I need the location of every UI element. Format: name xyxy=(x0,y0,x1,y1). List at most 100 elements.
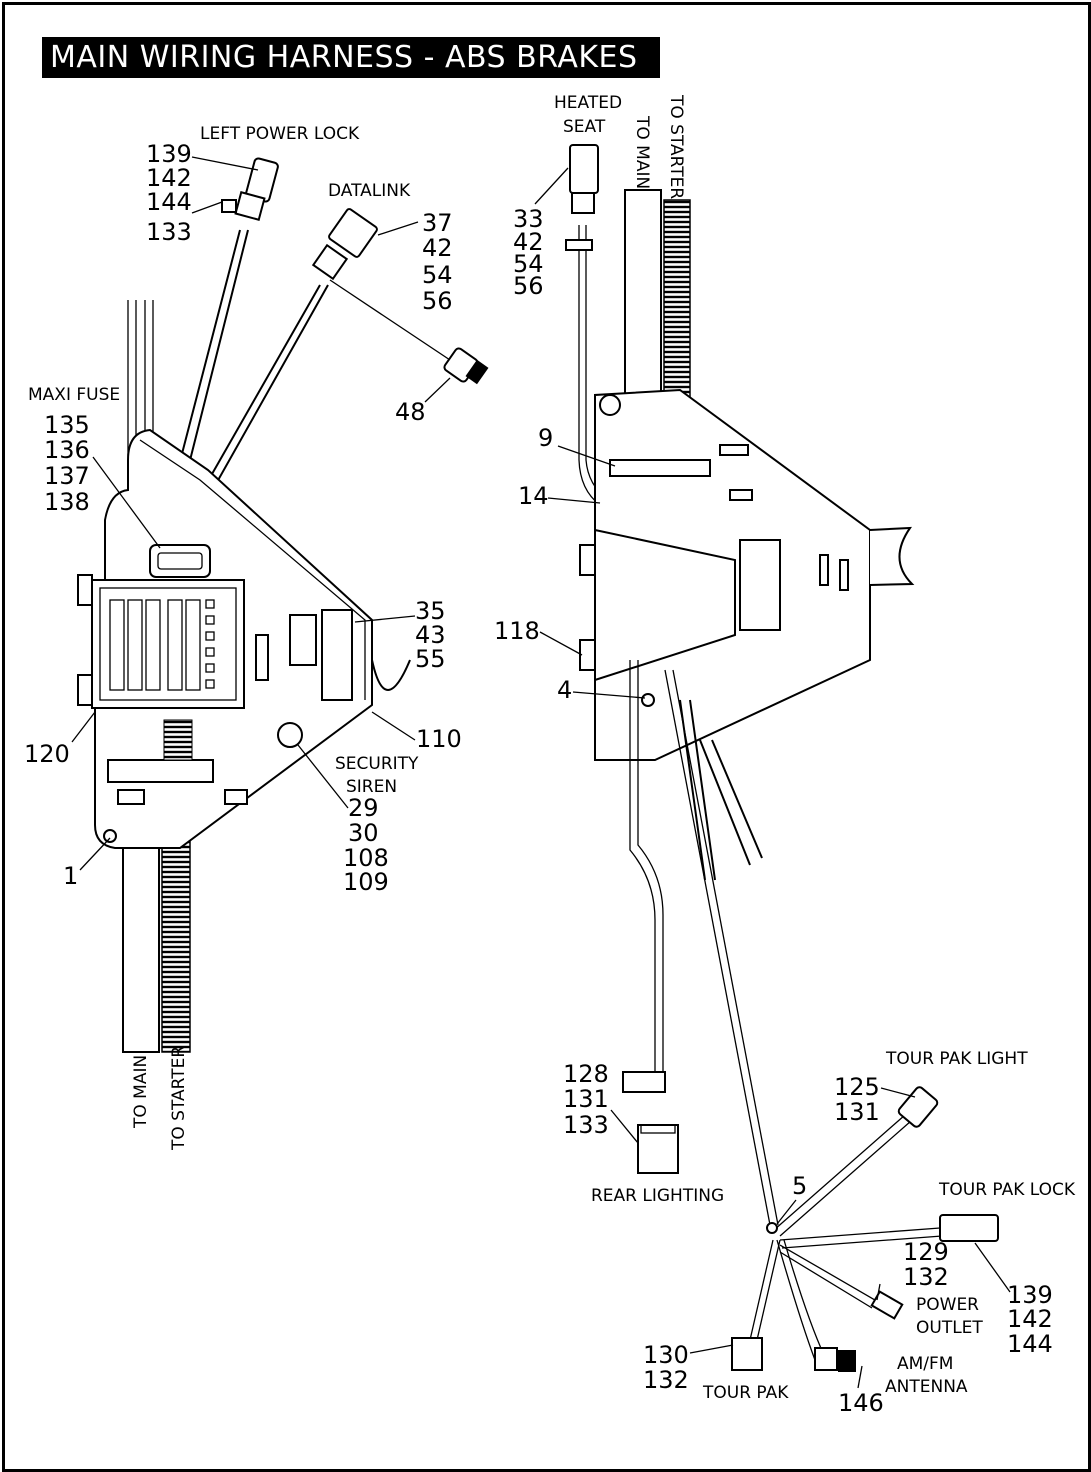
bottom-connector-tray xyxy=(107,759,214,783)
tour-pak-connector xyxy=(731,1337,763,1371)
label-power: POWER xyxy=(916,1295,979,1315)
label-tour-pak-lock: TOUR PAK LOCK xyxy=(938,1180,1076,1200)
part-137: 137 xyxy=(44,462,90,490)
part-42b: 42 xyxy=(513,228,544,256)
slot-a xyxy=(819,554,829,586)
part-110: 110 xyxy=(416,725,462,753)
power-outlet-connector xyxy=(870,1290,904,1320)
part-135: 135 xyxy=(44,411,90,439)
tour-pak-trunk-wire xyxy=(664,669,779,1226)
page-title: MAIN WIRING HARNESS - ABS BRAKES xyxy=(42,37,660,78)
label-to-starter-left: TO STARTER xyxy=(169,1046,189,1151)
part-48: 48 xyxy=(395,398,426,426)
part-9: 9 xyxy=(538,424,553,452)
left-harness-assembly xyxy=(77,157,489,1053)
clamp-110 xyxy=(371,659,411,691)
rear-lighting-sleeve xyxy=(622,1071,666,1093)
grommet-left xyxy=(163,719,193,761)
label-datalink: DATALINK xyxy=(328,181,411,201)
part-130: 130 xyxy=(643,1341,689,1369)
datalink-connector xyxy=(311,208,378,281)
part-5: 5 xyxy=(792,1172,807,1200)
part-133: 133 xyxy=(146,218,192,246)
label-antenna: ANTENNA xyxy=(885,1377,968,1397)
part-14: 14 xyxy=(518,482,549,510)
cable-tie-9 xyxy=(609,459,711,477)
part-108: 108 xyxy=(343,844,389,872)
antenna-wire xyxy=(776,1239,825,1361)
right-bracket-tab xyxy=(869,526,915,586)
bracket-mount-hole xyxy=(103,829,117,843)
heated-seat-boot xyxy=(571,192,595,214)
part-56b: 56 xyxy=(513,272,544,300)
part-30: 30 xyxy=(348,819,379,847)
fastener-4 xyxy=(641,693,655,707)
part-35: 35 xyxy=(415,597,446,625)
label-am-fm: AM/FM xyxy=(897,1354,953,1374)
left-power-lock-connector xyxy=(221,157,279,221)
junction-5 xyxy=(766,1222,778,1234)
security-siren-connector xyxy=(277,722,303,748)
main-connector-shroud xyxy=(594,528,736,682)
starter-cable-corrugated-left xyxy=(161,839,191,1053)
part-125: 125 xyxy=(834,1073,880,1101)
top-clip-a xyxy=(719,444,749,456)
part-128: 128 xyxy=(563,1060,609,1088)
part-146: 146 xyxy=(838,1389,884,1417)
label-security: SECURITY xyxy=(335,754,419,774)
part-132: 132 xyxy=(903,1263,949,1291)
right-bracket-hole xyxy=(599,394,621,416)
label-left-power-lock: LEFT POWER LOCK xyxy=(200,124,360,144)
right-harness-assembly xyxy=(565,144,999,1372)
wire-stub-a xyxy=(679,699,716,881)
label-to-starter-right: TO STARTER xyxy=(666,94,686,199)
fuse-strip xyxy=(255,634,269,681)
part-29: 29 xyxy=(348,794,379,822)
part-136: 136 xyxy=(44,436,90,464)
rear-lighting-wire xyxy=(629,660,664,1080)
part-142b: 142 xyxy=(1007,1305,1053,1333)
antenna-elbow xyxy=(814,1347,838,1371)
main-trunk-conduit-left xyxy=(122,839,160,1053)
part-56: 56 xyxy=(422,287,453,315)
label-rear-lighting: REAR LIGHTING xyxy=(591,1186,724,1206)
shroud-clip-bottom xyxy=(579,639,596,671)
maxi-fuse-holder xyxy=(149,544,211,578)
part-138: 138 xyxy=(44,488,90,516)
part-133b: 133 xyxy=(563,1111,609,1139)
label-seat: SEAT xyxy=(563,117,606,137)
part-142: 142 xyxy=(146,164,192,192)
part-54: 54 xyxy=(422,261,453,289)
fuse-box-clip-top xyxy=(77,574,93,606)
label-to-main-right: TO MAIN xyxy=(632,115,652,189)
p48-connector xyxy=(443,347,489,385)
part-132b: 132 xyxy=(643,1366,689,1394)
label-tour-pak: TOUR PAK xyxy=(702,1383,789,1403)
rear-lighting-latch xyxy=(640,1124,676,1134)
part-42: 42 xyxy=(422,234,453,262)
right-relay-block xyxy=(739,539,781,631)
tour-pak-lock-connector xyxy=(939,1214,999,1242)
part-144: 144 xyxy=(146,188,192,216)
relay-socket xyxy=(289,614,317,666)
part-4: 4 xyxy=(557,676,572,704)
tour-pak-wire xyxy=(749,1239,781,1341)
bottom-clip-right xyxy=(224,789,248,805)
heated-seat-connector xyxy=(569,144,599,194)
part-139: 139 xyxy=(146,140,192,168)
antenna-plug xyxy=(838,1350,856,1372)
part-118: 118 xyxy=(494,617,540,645)
rear-lighting-connector xyxy=(637,1124,679,1174)
part-55: 55 xyxy=(415,645,446,673)
p48-wire xyxy=(329,279,451,361)
part-120: 120 xyxy=(24,740,70,768)
bracket-inner-edge xyxy=(139,439,366,700)
part-131: 131 xyxy=(563,1085,609,1113)
part-139b: 139 xyxy=(1007,1281,1053,1309)
bottom-clip-left xyxy=(117,789,145,805)
label-tour-pak-light: TOUR PAK LIGHT xyxy=(885,1049,1028,1069)
label-to-main-left: TO MAIN xyxy=(131,1055,151,1129)
label-heated: HEATED xyxy=(554,93,622,113)
tour-pak-light-wire xyxy=(773,1114,912,1237)
